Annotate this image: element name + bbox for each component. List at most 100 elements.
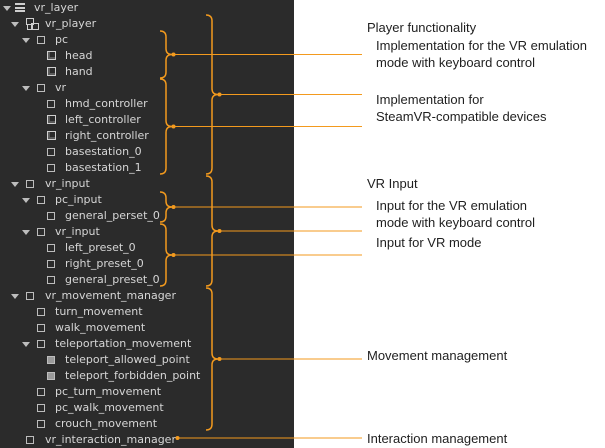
annotation-line: Input for the VR emulation [376, 198, 528, 213]
node-icon [37, 84, 45, 92]
node-icon [37, 340, 45, 348]
brace-steamvr-devices [159, 78, 173, 175]
leader-interaction-management-dot [175, 436, 180, 440]
tree-row[interactable]: vr_interaction_manager [0, 432, 294, 448]
tree-row[interactable]: basestation_0 [0, 144, 294, 160]
tree-label: pc [55, 33, 69, 46]
annotation-vr-mode-input: Input for VR mode [376, 234, 482, 251]
leader-vr-mode-input-dot [171, 253, 176, 257]
tree-row[interactable]: pc_input [0, 192, 294, 208]
tree-row[interactable]: teleport_forbidden_point [0, 368, 294, 384]
tree-row[interactable]: teleport_allowed_point [0, 352, 294, 368]
tree-row[interactable]: left_preset_0 [0, 240, 294, 256]
tree-label: general_perset_0 [65, 209, 160, 222]
tree-label: pc_turn_movement [55, 385, 162, 398]
tree-label: teleport_forbidden_point [65, 369, 201, 382]
node-icon [47, 100, 55, 108]
leader-pc-emulation-dot [171, 52, 176, 57]
annotation-movement-management: Movement management [367, 347, 507, 364]
tree-row[interactable]: right_controller [0, 128, 294, 144]
expand-toggle-icon[interactable] [22, 342, 30, 347]
annotation-line: mode with keyboard control [376, 55, 535, 70]
tree-row[interactable]: vr_layer [0, 0, 294, 16]
tree-row[interactable]: general_perset_0 [0, 208, 294, 224]
tree-row[interactable]: right_preset_0 [0, 256, 294, 272]
tree-row[interactable]: general_preset_0 [0, 272, 294, 288]
leader-movement-management-dot [217, 357, 222, 361]
annotation-line: Input for VR mode [376, 235, 482, 250]
tree-row[interactable]: vr_movement_manager [0, 288, 294, 304]
tree-label: right_controller [65, 129, 149, 142]
tree-label: left_controller [65, 113, 141, 126]
node-icon [37, 404, 45, 412]
annotation-line: Player functionality [367, 20, 477, 35]
tree-row[interactable]: hmd_controller [0, 96, 294, 112]
tree-row[interactable]: teleportation_movement [0, 336, 294, 352]
point-node-icon [47, 356, 55, 364]
brace-vr-input [205, 175, 219, 287]
tree-row[interactable]: vr_input [0, 224, 294, 240]
annotation-line: Movement management [367, 348, 508, 363]
tree-label: vr [55, 81, 67, 94]
tree-row[interactable]: turn_movement [0, 304, 294, 320]
tree-row[interactable]: crouch_movement [0, 416, 294, 432]
brace-pc-input [159, 191, 173, 223]
tree-label: pc_input [55, 193, 102, 206]
tree-row[interactable]: hand [0, 64, 294, 80]
expand-toggle-icon[interactable] [11, 22, 19, 27]
expand-toggle-icon[interactable] [11, 182, 19, 187]
annotation-line: SteamVR-compatible devices [376, 109, 547, 124]
tree-label: teleportation_movement [55, 337, 192, 350]
expand-toggle-icon[interactable] [11, 294, 19, 299]
tree-label: hmd_controller [65, 97, 148, 110]
node-icon [37, 324, 45, 332]
tree-label: vr_player [45, 17, 97, 30]
node-icon [47, 244, 55, 252]
node-icon [37, 228, 45, 236]
node-icon [47, 276, 55, 284]
annotation-line: Implementation for [376, 92, 484, 107]
tree-label: left_preset_0 [65, 241, 136, 254]
expand-toggle-icon[interactable] [22, 198, 30, 203]
annotation-line: Interaction management [367, 431, 508, 446]
brace-movement-management [205, 287, 219, 431]
tree-row[interactable]: vr_player [0, 16, 294, 32]
expand-toggle-icon[interactable] [22, 38, 30, 43]
tree-row[interactable]: head [0, 48, 294, 64]
brace-vr-mode-input [159, 223, 173, 287]
node-icon [47, 212, 55, 220]
node-icon [26, 436, 34, 444]
mesh-node-icon [47, 67, 56, 76]
tree-row[interactable]: basestation_1 [0, 160, 294, 176]
tree-label: hand [65, 65, 93, 78]
annotation-vr-input: VR Input [367, 175, 418, 192]
tree-row[interactable]: left_controller [0, 112, 294, 128]
tree-row[interactable]: pc_turn_movement [0, 384, 294, 400]
node-icon [37, 36, 45, 44]
node-icon [26, 292, 34, 300]
expand-toggle-icon[interactable] [22, 86, 30, 91]
tree-label: pc_walk_movement [55, 401, 164, 414]
tree-row[interactable]: vr [0, 80, 294, 96]
tree-row[interactable]: pc_walk_movement [0, 400, 294, 416]
mesh-node-icon [47, 51, 56, 60]
tree-label: vr_input [45, 177, 90, 190]
expand-toggle-icon[interactable] [3, 6, 11, 11]
tree-label: vr_input [55, 225, 100, 238]
annotation-line: VR Input [367, 176, 418, 191]
tree-label: vr_layer [34, 1, 79, 14]
tree-label: head [65, 49, 93, 62]
tree-row[interactable]: vr_input [0, 176, 294, 192]
node-icon [37, 308, 45, 316]
tree-row[interactable]: walk_movement [0, 320, 294, 336]
node-icon [37, 196, 45, 204]
leader-vr-input-dot [217, 229, 222, 233]
tree-label: basestation_0 [65, 145, 142, 158]
tree-row[interactable]: pc [0, 32, 294, 48]
node-icon [47, 148, 55, 156]
expand-toggle-icon[interactable] [22, 230, 30, 235]
leader-player-functionality-dot [217, 92, 222, 97]
